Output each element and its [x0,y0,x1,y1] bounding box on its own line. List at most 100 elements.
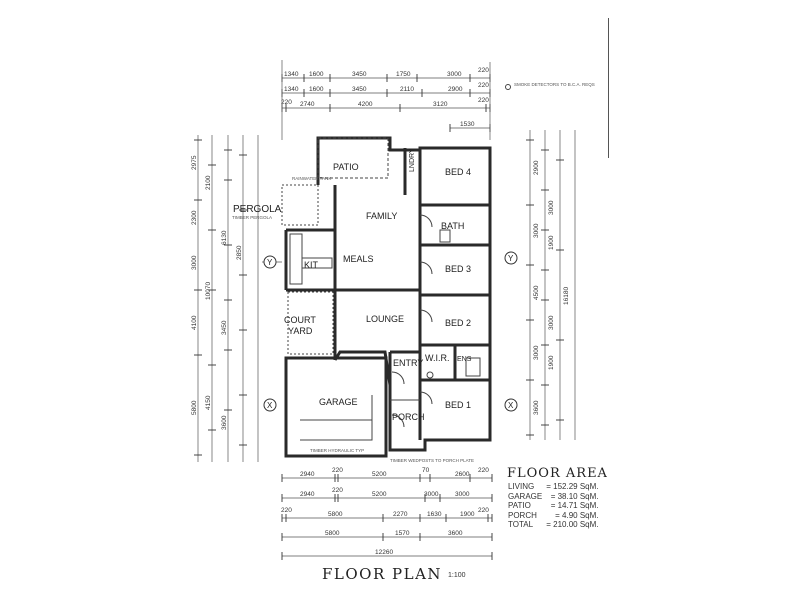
right-dim-5: 4500 [533,285,540,300]
smoke-note: SMOKE DETECTORS TO B.C.A. REQS [514,82,595,87]
bottom-dim-2-4: 3000 [424,491,439,498]
grid-x-left: X [267,401,273,410]
area-row: TOTAL= 210.00 SqM. [508,520,603,530]
room-bed3: BED 3 [445,264,471,274]
top-dim-1-4: 1750 [396,71,411,78]
room-court: COURT [284,315,316,325]
bottom-dim-3-6: 220 [478,507,489,514]
bottom-dim-4-2: 1570 [395,530,410,537]
room-garage: GARAGE [319,397,358,407]
left-dim-1: 2975 [191,155,198,170]
room-kit: KIT [304,260,319,270]
left-dim-5: 3000 [191,255,198,270]
top-dim-3-5: 220 [478,97,489,104]
right-dimensions: 2900 3000 3000 1900 4500 3000 3000 1900 … [526,130,576,440]
bottom-dim-2-3: 5200 [372,491,387,498]
bottom-dim-3-2: 5800 [328,511,343,518]
top-dim-1-3: 3450 [352,71,367,78]
right-dim-4: 1900 [548,235,555,250]
area-value: = 152.29 SqM. [546,482,599,491]
area-label: GARAGE [508,491,543,501]
right-dim-1: 2900 [533,160,540,175]
room-wir: W.I.R. [425,353,450,363]
area-label: LIVING [508,482,535,491]
left-dim-6: 2850 [236,245,243,260]
left-dim-12: 4150 [205,395,212,410]
bottom-dim-1-2: 220 [332,467,343,474]
plan-scale: 1:100 [448,572,466,579]
right-dim-7: 3000 [533,345,540,360]
rainwater-note: RAINWATER TANK [292,176,331,181]
porch-note: TIMBER WEDPOSTS TO PORCH PLATE [390,458,474,463]
room-bed4: BED 4 [445,167,471,177]
area-label: TOTAL [508,520,534,529]
left-dim-8: 4100 [191,315,198,330]
top-dim-1-6: 220 [478,67,489,74]
room-family: FAMILY [366,211,397,221]
bottom-dim-2-1: 2940 [300,491,315,498]
top-dim-1-5: 3000 [447,71,462,78]
top-dim-2-4: 2110 [400,86,414,93]
bottom-dim-2-2: 220 [332,487,343,494]
grid-x-right-circle [504,398,518,412]
grid-x-left-circle [263,398,277,412]
room-entry: ENTRY [393,358,423,368]
top-dim-1-2: 1600 [309,71,324,78]
bottom-dimensions: 2940 220 5200 70 2600 220 2940 220 5200 … [281,467,493,560]
right-dim-6: 3000 [548,315,555,330]
plan-title: FLOOR PLAN [322,565,443,583]
garage-note: TIMBER HYDRAULIC TYP [310,448,364,453]
right-dim-9: 16180 [563,287,570,305]
bottom-dim-3-3: 2270 [393,511,408,518]
room-patio: PATIO [333,162,359,172]
bottom-dim-1-4: 70 [422,467,430,474]
bottom-dim-1-1: 2940 [300,471,315,478]
pergola-note: TIMBER PERGOLA [232,215,272,220]
bottom-dim-1-6: 220 [478,467,489,474]
top-dim-4-1: 1530 [460,121,475,128]
left-dim-2: 2100 [205,175,212,190]
floor-area-title: FLOOR AREA [507,466,608,481]
right-dim-8: 1900 [548,355,555,370]
bottom-dim-4-3: 3600 [448,530,463,537]
room-lounge: LOUNGE [366,314,404,324]
room-bed2: BED 2 [445,318,471,328]
area-row: GARAGE= 38.10 SqM. [508,492,603,502]
room-meals: MEALS [343,254,374,264]
top-dim-3-3: 4200 [358,101,373,108]
left-dim-9: 3450 [221,320,228,335]
top-dim-1-1: 1340 [284,71,299,78]
right-dim-3: 3000 [548,200,555,215]
bottom-dim-1-5: 2600 [455,471,470,478]
room-bed1: BED 1 [445,400,471,410]
left-dim-7: 10070 [205,282,212,300]
top-dim-2-6: 220 [478,82,489,89]
area-label: PATIO [508,501,531,510]
area-label: PORCH [508,510,537,520]
grid-x-right: X [508,401,514,410]
bottom-dim-2-5: 3000 [455,491,470,498]
right-dim-2: 3000 [533,223,540,238]
grid-y-right: Y [508,254,514,263]
sheet-border-line [608,18,609,158]
area-value: = 4.90 SqM. [555,510,599,520]
bottom-dim-total: 12260 [375,549,393,556]
top-dimensions: 1340 1600 3450 1750 3000 220 1340 1600 3… [281,60,491,140]
top-dim-3-1: 220 [281,99,292,106]
left-dim-10: 5800 [191,400,198,415]
room-labels: PATIO PERGOLA FAMILY KIT MEALS COURT YAR… [233,148,472,422]
room-porch: PORCH [392,412,425,422]
left-dim-3: 2300 [191,210,198,225]
top-dim-3-4: 3120 [433,101,448,108]
grid-y-right-circle [504,251,518,265]
room-bath: BATH [441,221,464,231]
bottom-dim-4-1: 5800 [325,530,340,537]
bottom-dim-1-3: 5200 [372,471,387,478]
bottom-dim-3-4: 1630 [427,511,442,518]
top-dim-2-3: 3450 [352,86,367,93]
area-row: PATIO = 14.71 SqM. [508,501,603,511]
bottom-dim-3-5: 1900 [460,511,475,518]
area-value: = 14.71 SqM. [550,501,599,510]
building-walls [281,136,492,458]
room-lndry: LNDRY [409,148,416,172]
